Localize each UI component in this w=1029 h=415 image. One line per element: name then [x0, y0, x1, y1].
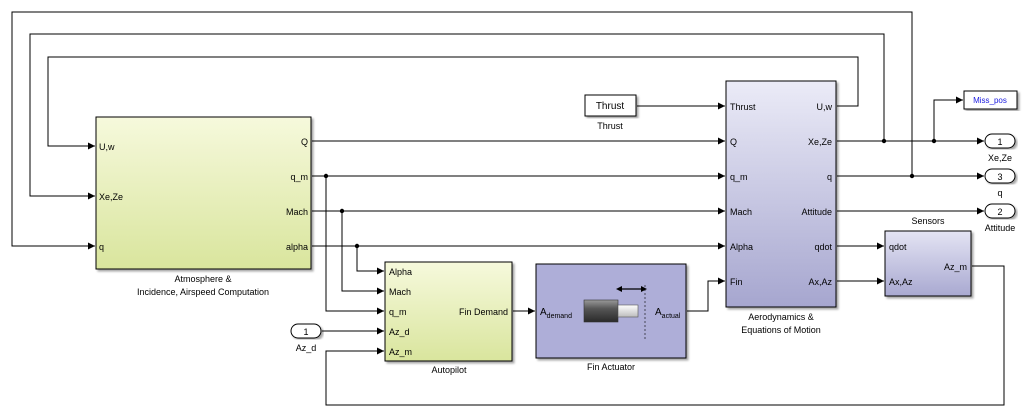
- aerodynamics-block[interactable]: Thrust Q q_m Mach Alpha Fin U,w Xe,Ze q …: [725, 80, 837, 308]
- aero-in-thrust: Thrust: [730, 102, 756, 112]
- outport-xeze[interactable]: 1: [984, 133, 1016, 149]
- ap-in-mach: Mach: [389, 287, 411, 297]
- outport-q-caption: q: [997, 188, 1002, 198]
- sensors-in-qdot: qdot: [889, 242, 907, 252]
- outport-q-number: 3: [997, 172, 1002, 182]
- sensors-caption: Sensors: [911, 216, 945, 226]
- line-uw-feedback: [47, 56, 859, 150]
- aero-out-uw: U,w: [817, 102, 833, 112]
- outport-attitude-caption: Attitude: [985, 223, 1016, 233]
- ap-in-azm: Az_m: [389, 347, 412, 357]
- aero-in-qm: q_m: [730, 172, 748, 182]
- line-mach-branch: [341, 211, 384, 295]
- aero-out-attitude: Attitude: [801, 207, 832, 217]
- fin-actuator-caption: Fin Actuator: [587, 362, 635, 372]
- aero-in-fin: Fin: [730, 277, 743, 287]
- atm-out-Q: Q: [301, 137, 308, 147]
- outport-attitude[interactable]: 2: [984, 203, 1016, 219]
- branch-points: [323, 138, 937, 249]
- actuator-cylinder-icon: [583, 285, 647, 340]
- aero-out-xeze: Xe,Ze: [808, 137, 832, 147]
- inport-azd-caption: Az_d: [296, 343, 317, 353]
- aero-in-Q: Q: [730, 137, 737, 147]
- atmosphere-caption-2: Incidence, Airspeed Computation: [137, 287, 269, 297]
- thrust-label: Thrust: [596, 101, 625, 112]
- atm-in-q: q: [99, 242, 104, 252]
- aero-in-alpha: Alpha: [730, 242, 753, 252]
- ap-out-fin-demand: Fin Demand: [459, 307, 508, 317]
- atm-out-mach: Mach: [286, 207, 308, 217]
- inport-azd[interactable]: 1: [290, 323, 322, 339]
- sensors-block[interactable]: qdot Ax,Az Az_m: [884, 230, 972, 297]
- atm-in-uw: U,w: [99, 142, 115, 152]
- line-goto: [933, 96, 963, 141]
- ap-in-azd: Az_d: [389, 327, 410, 337]
- ap-in-alpha: Alpha: [389, 267, 412, 277]
- line-azm-feedback: [325, 265, 1005, 406]
- actuator-out-label: Aactual: [655, 307, 681, 320]
- atm-out-alpha: alpha: [286, 242, 308, 252]
- autopilot-block[interactable]: Alpha Mach q_m Az_d Az_m Fin Demand: [384, 261, 513, 362]
- autopilot-caption: Autopilot: [431, 365, 467, 375]
- outport-q[interactable]: 3: [984, 168, 1016, 184]
- atm-in-xeze: Xe,Ze: [99, 192, 123, 202]
- aero-in-mach: Mach: [730, 207, 752, 217]
- aero-out-q: q: [827, 172, 832, 182]
- line-alpha-branch: [356, 246, 384, 275]
- thrust-caption: Thrust: [597, 121, 623, 131]
- thrust-block[interactable]: Thrust: [584, 94, 637, 117]
- actuator-in-label: Ademand: [540, 307, 572, 320]
- ap-in-qm: q_m: [389, 307, 407, 317]
- sensors-in-axaz: Ax,Az: [889, 277, 913, 287]
- outport-xeze-caption: Xe,Ze: [988, 153, 1012, 163]
- goto-block-miss-pos[interactable]: Miss_pos: [963, 90, 1018, 110]
- outport-xeze-number: 1: [997, 137, 1002, 147]
- fin-actuator-block[interactable]: Ademand Aactual: [535, 263, 687, 359]
- aero-out-qdot: qdot: [814, 242, 832, 252]
- outport-attitude-number: 2: [997, 207, 1002, 217]
- aerodynamics-caption-2: Equations of Motion: [741, 325, 821, 335]
- line-fin-actual: [687, 277, 725, 312]
- atmosphere-block[interactable]: U,w Xe,Ze q Q q_m Mach alpha: [95, 116, 312, 270]
- atmosphere-caption-1: Atmosphere &: [174, 274, 231, 284]
- inport-azd-number: 1: [303, 327, 308, 337]
- sensors-out-azm: Az_m: [944, 262, 967, 272]
- aero-out-axaz: Ax,Az: [808, 277, 832, 287]
- line-q-feedback: [11, 11, 913, 250]
- aerodynamics-caption-1: Aerodynamics &: [748, 312, 814, 322]
- line-xeze-feedback: [29, 33, 885, 200]
- goto-label: Miss_pos: [973, 96, 1007, 105]
- line-qm-branch: [325, 176, 384, 315]
- atm-out-qm: q_m: [290, 172, 308, 182]
